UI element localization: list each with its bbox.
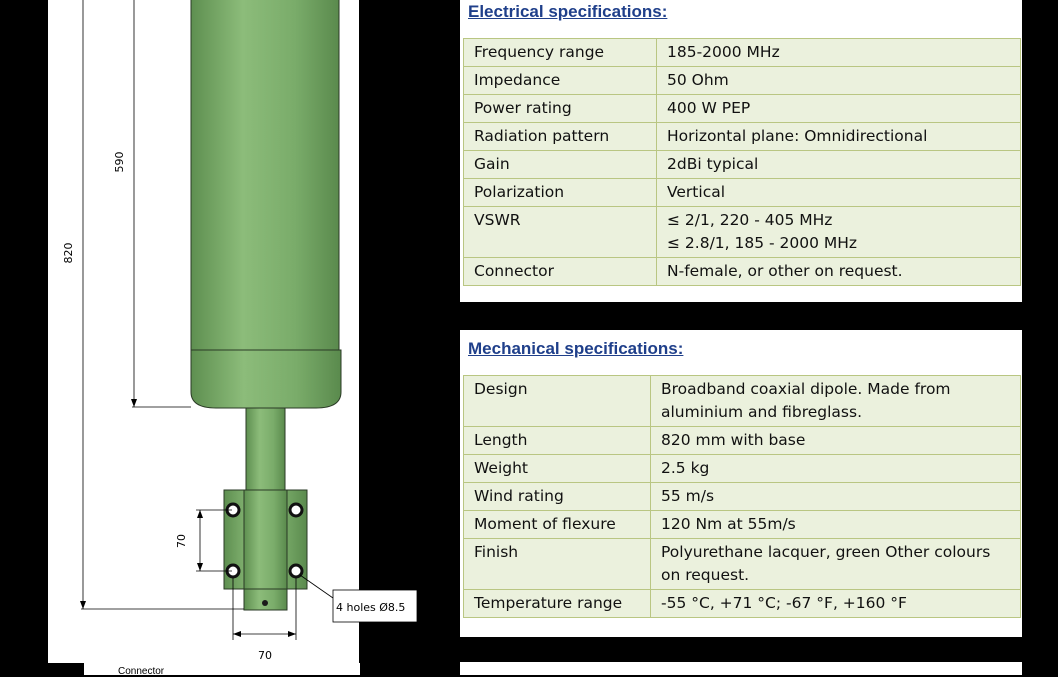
connector-label: Connector: [118, 666, 165, 677]
spec-value-cell: Vertical: [656, 178, 1021, 207]
spec-value: Horizontal plane: Omnidirectional: [667, 127, 928, 145]
spec-value: 120 Nm at 55m/s: [661, 515, 796, 533]
spec-value: 50 Ohm: [667, 71, 729, 89]
dim-820: 820: [62, 243, 75, 264]
antenna-mast: [245, 407, 286, 491]
mounting-hole: [288, 502, 304, 518]
spec-label: Finish: [463, 538, 651, 590]
mounting-hole: [288, 563, 304, 579]
spec-value: N-female, or other on request.: [667, 262, 903, 280]
spec-label: Weight: [463, 454, 651, 483]
spec-label: Connector: [463, 257, 657, 286]
antenna-drawing: 590 820 70 70 4 holes Ø8.5: [48, 0, 418, 663]
spec-value-cell: Polyurethane lacquer, green Other colour…: [650, 538, 1021, 590]
antenna-drawing-svg: 590 820 70 70 4 holes Ø8.5: [62, 0, 418, 662]
spec-label: Temperature range: [463, 589, 651, 618]
spec-label: Design: [463, 375, 651, 427]
spec-row: Length 820 mm with base: [463, 426, 1021, 455]
spec-label: Impedance: [463, 66, 657, 95]
spec-label: Radiation pattern: [463, 122, 657, 151]
spec-value-cell: 2.5 kg: [650, 454, 1021, 483]
connector-caption-strip: Connector: [84, 663, 360, 677]
spec-row: Impedance 50 Ohm: [463, 66, 1021, 95]
spec-row: Power rating 400 W PEP: [463, 94, 1021, 123]
spec-value: 820 mm with base: [661, 431, 806, 449]
spec-row: Radiation pattern Horizontal plane: Omnid…: [463, 122, 1021, 151]
spec-value: 185-2000 MHz: [667, 43, 780, 61]
dim-70-horizontal: 70: [258, 649, 272, 662]
spec-value-cell: Broadband coaxial dipole. Made from alumi…: [650, 375, 1021, 427]
spec-label: Frequency range: [463, 38, 657, 67]
antenna-radome: [191, 0, 339, 355]
spec-row: VSWR ≤ 2/1, 220 - 405 MHz ≤ 2.8/1, 185 - 2…: [463, 206, 1021, 258]
spec-value-cell: 400 W PEP: [656, 94, 1021, 123]
spec-value-line2: ≤ 2.8/1, 185 - 2000 MHz: [667, 234, 858, 252]
spec-row: Frequency range 185-2000 MHz: [463, 38, 1021, 67]
spec-value-cell: 50 Ohm: [656, 66, 1021, 95]
spec-value: 2.5 kg: [661, 459, 710, 477]
spec-value-cell: ≤ 2/1, 220 - 405 MHz ≤ 2.8/1, 185 - 2000 …: [656, 206, 1021, 258]
spec-row: Gain 2dBi typical: [463, 150, 1021, 179]
spec-value: Broadband coaxial dipole. Made from: [661, 380, 951, 398]
spec-value-cell: 185-2000 MHz: [656, 38, 1021, 67]
spec-row: Weight 2.5 kg: [463, 454, 1021, 483]
spec-value-cell: 820 mm with base: [650, 426, 1021, 455]
spec-label: Length: [463, 426, 651, 455]
antenna-radome-base: [190, 349, 342, 409]
spec-value: Polyurethane lacquer, green Other colour…: [661, 543, 991, 561]
spec-value: 400 W PEP: [667, 99, 751, 117]
spec-value: 55 m/s: [661, 487, 715, 505]
holes-note: 4 holes Ø8.5: [336, 601, 405, 614]
spec-label: Moment of flexure: [463, 510, 651, 539]
spec-value-line2: aluminium and fibreglass.: [661, 403, 862, 421]
spec-row: Finish Polyurethane lacquer, green Other …: [463, 538, 1021, 590]
spec-row: Polarization Vertical: [463, 178, 1021, 207]
spec-label: VSWR: [463, 206, 657, 258]
spec-row: Temperature range -55 °C, +71 °C; -67 °F,…: [463, 589, 1021, 618]
spec-row: Moment of flexure 120 Nm at 55m/s: [463, 510, 1021, 539]
spec-value: Vertical: [667, 183, 726, 201]
spec-row: Wind rating 55 m/s: [463, 482, 1021, 511]
spec-value-cell: 55 m/s: [650, 482, 1021, 511]
spec-label: Power rating: [463, 94, 657, 123]
spec-label: Polarization: [463, 178, 657, 207]
electrical-specs-panel: Electrical specifications: Frequency ran…: [460, 0, 1022, 302]
next-section-panel: [460, 662, 1022, 675]
spec-value: -55 °C, +71 °C; -67 °F, +160 °F: [661, 594, 907, 612]
spec-value-cell: 120 Nm at 55m/s: [650, 510, 1021, 539]
spec-value-cell: -55 °C, +71 °C; -67 °F, +160 °F: [650, 589, 1021, 618]
spec-row: Connector N-female, or other on request.: [463, 257, 1021, 286]
dim-70-vertical: 70: [175, 534, 188, 548]
spec-label: Gain: [463, 150, 657, 179]
connector-stub: [243, 588, 288, 611]
spec-value-cell: 2dBi typical: [656, 150, 1021, 179]
spec-value-cell: Horizontal plane: Omnidirectional: [656, 122, 1021, 151]
mechanical-specs-title: Mechanical specifications:: [468, 339, 684, 358]
spec-label: Wind rating: [463, 482, 651, 511]
spec-value: ≤ 2/1, 220 - 405 MHz: [667, 211, 833, 229]
spec-value-line2: on request.: [661, 566, 750, 584]
spec-value: 2dBi typical: [667, 155, 759, 173]
electrical-specs-title: Electrical specifications:: [468, 2, 668, 21]
spec-value-cell: N-female, or other on request.: [656, 257, 1021, 286]
dim-590: 590: [113, 152, 126, 173]
